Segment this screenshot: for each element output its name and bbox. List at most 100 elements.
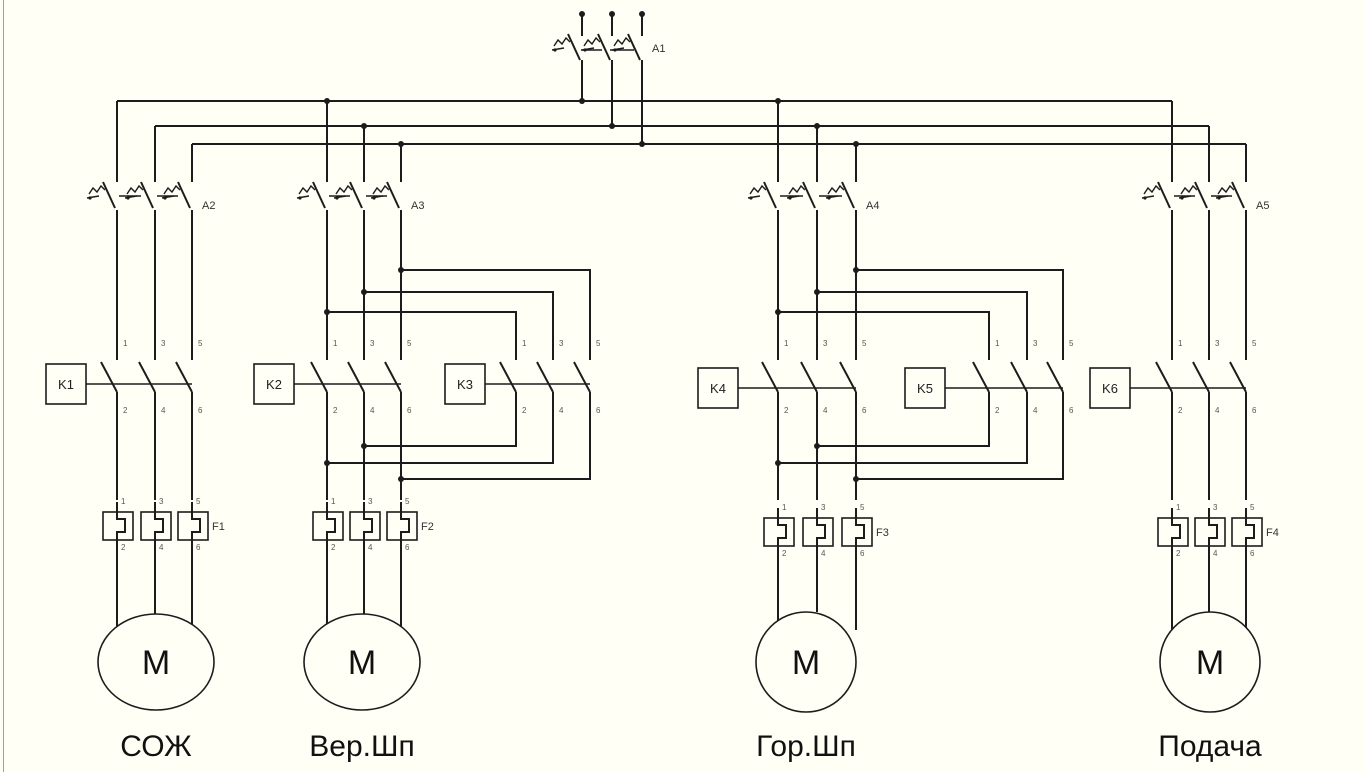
reversing-wire	[327, 392, 554, 464]
breaker-pole	[1178, 181, 1208, 209]
pin-label: 3	[159, 497, 164, 506]
pin-label: 1	[333, 339, 338, 348]
junction-dot	[775, 309, 781, 315]
thermal-element-icon	[816, 508, 826, 556]
pin-label: 1	[121, 497, 126, 506]
breaker-pole	[124, 181, 154, 209]
pin-label: 6	[860, 549, 865, 558]
junction-dot	[814, 443, 820, 449]
contactor-label: K6	[1102, 381, 1118, 396]
breaker-symbol-stroke	[802, 181, 816, 209]
breaker-symbol-stroke	[349, 181, 363, 209]
pin-label: 5	[1069, 339, 1074, 348]
thermal-element-icon	[191, 502, 201, 550]
pin-label: 4	[161, 406, 166, 415]
reversing-wire	[856, 269, 1064, 360]
pin-label: 6	[1069, 406, 1074, 415]
thermal-element-icon	[777, 508, 787, 556]
breaker-pole	[786, 181, 816, 209]
pin-label: 4	[821, 549, 826, 558]
pin-label: 5	[405, 497, 410, 506]
breaker-symbol-stroke	[312, 181, 326, 209]
pin-label: 4	[1033, 406, 1038, 415]
breaker-symbol-stroke	[1143, 184, 1161, 195]
pin-label: 4	[370, 406, 375, 415]
breaker-symbol-stroke	[788, 184, 806, 195]
breaker-symbol-stroke	[88, 184, 106, 195]
pin-label: 2	[333, 406, 338, 415]
breaker-symbol-stroke	[749, 184, 767, 195]
breaker-symbol-stroke	[372, 184, 390, 195]
breaker-symbol-stroke	[841, 181, 855, 209]
pin-label: 5	[860, 503, 865, 512]
breaker-pole	[611, 33, 641, 61]
trip-indicator-icon	[553, 48, 557, 52]
thermal-element-icon	[154, 502, 164, 550]
pin-label: 1	[1176, 503, 1181, 512]
pin-label: 4	[1213, 549, 1218, 558]
reversing-wire	[364, 392, 517, 447]
page-left-border	[3, 0, 4, 772]
breaker-symbol-stroke	[1194, 181, 1208, 209]
trip-indicator-icon	[1217, 196, 1221, 200]
pin-label: 5	[407, 339, 412, 348]
pin-label: 4	[823, 406, 828, 415]
motor-name-label: Гор.Шп	[756, 730, 856, 763]
trip-indicator-icon	[163, 196, 167, 200]
pin-label: 1	[1178, 339, 1183, 348]
breaker-symbol-stroke	[298, 184, 316, 195]
motor-name-label: Подача	[1158, 730, 1262, 763]
breaker-symbol-stroke	[567, 33, 581, 61]
junction-dot	[775, 98, 781, 104]
trip-indicator-icon	[298, 196, 302, 200]
contact-blade	[384, 361, 402, 393]
contact-blade	[1155, 361, 1173, 393]
motor-name-label: СОЖ	[120, 730, 192, 763]
junction-dot	[853, 141, 859, 147]
reversing-wire	[856, 392, 1064, 480]
thermal-element-icon	[855, 508, 865, 556]
trip-indicator-icon	[88, 196, 92, 200]
thermal-element-icon	[1171, 508, 1181, 556]
contact-blade	[573, 361, 591, 393]
contactor-coil	[1089, 367, 1131, 409]
overload-label: F3	[876, 527, 889, 539]
pin-label: 5	[196, 497, 201, 506]
contact-blade	[175, 361, 193, 393]
junction-dot	[361, 123, 367, 129]
breaker-pole	[86, 181, 116, 209]
contactor-coil	[444, 363, 486, 405]
junction-dot	[361, 289, 367, 295]
breaker-symbol-stroke	[1180, 184, 1198, 195]
trip-indicator-icon	[126, 196, 130, 200]
pin-label: 1	[784, 339, 789, 348]
reversing-wire	[778, 392, 1028, 464]
breaker-pole	[747, 181, 777, 209]
pin-label: 1	[522, 339, 527, 348]
contact-blade	[536, 361, 554, 393]
motor-name-label: Вер.Шп	[309, 730, 414, 763]
junction-dot	[814, 123, 820, 129]
breaker-symbol-stroke	[827, 184, 845, 195]
pin-label: 6	[405, 543, 410, 552]
breaker-pole	[370, 181, 400, 209]
pin-label: 2	[331, 543, 336, 552]
pin-label: 5	[862, 339, 867, 348]
pin-label: 5	[596, 339, 601, 348]
contact-blade	[499, 361, 517, 393]
pin-label: 4	[159, 543, 164, 552]
contact-blade	[761, 361, 779, 393]
contactor-coil	[697, 367, 739, 409]
junction-dot	[324, 309, 330, 315]
pin-label: 6	[862, 406, 867, 415]
junction-dot	[639, 141, 645, 147]
reversing-wire	[401, 392, 591, 480]
trip-indicator-icon	[1143, 196, 1147, 200]
motor-symbol	[755, 611, 857, 713]
reversing-wire	[401, 269, 591, 360]
pin-label: 2	[995, 406, 1000, 415]
overload-label: F4	[1266, 527, 1279, 539]
junction-dot	[398, 476, 404, 482]
motor-symbol	[1159, 611, 1261, 713]
trip-indicator-icon	[749, 196, 753, 200]
